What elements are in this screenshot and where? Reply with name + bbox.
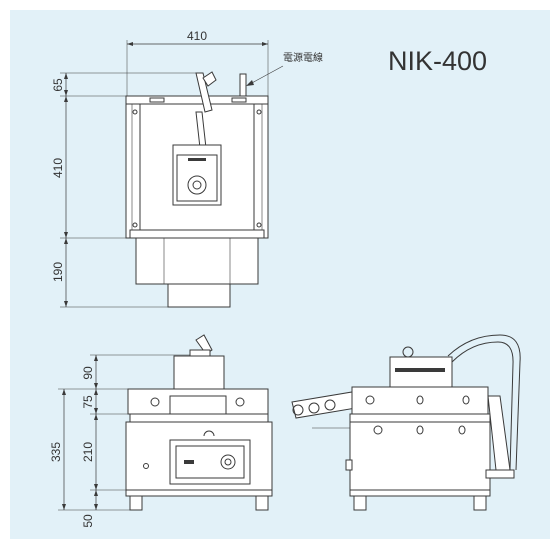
dim-side-body: 210: [81, 442, 95, 462]
top-view: 410 65 410 190: [51, 29, 284, 308]
dim-front-top: 65: [51, 78, 65, 92]
model-title: NIK-400: [388, 46, 487, 76]
dim-side-feet: 50: [81, 514, 95, 528]
dim-front-body: 410: [51, 158, 65, 178]
dim-side-upper: 75: [81, 395, 95, 409]
front-view: 90 75 335 210 50: [49, 334, 273, 528]
power-cord-label: 電源電線: [283, 51, 323, 64]
dim-side-top: 90: [81, 366, 95, 380]
dim-front-bottom: 190: [51, 262, 65, 282]
side-view: [291, 334, 521, 511]
dim-side-total: 335: [49, 442, 63, 462]
dim-front-width: 410: [187, 29, 207, 43]
